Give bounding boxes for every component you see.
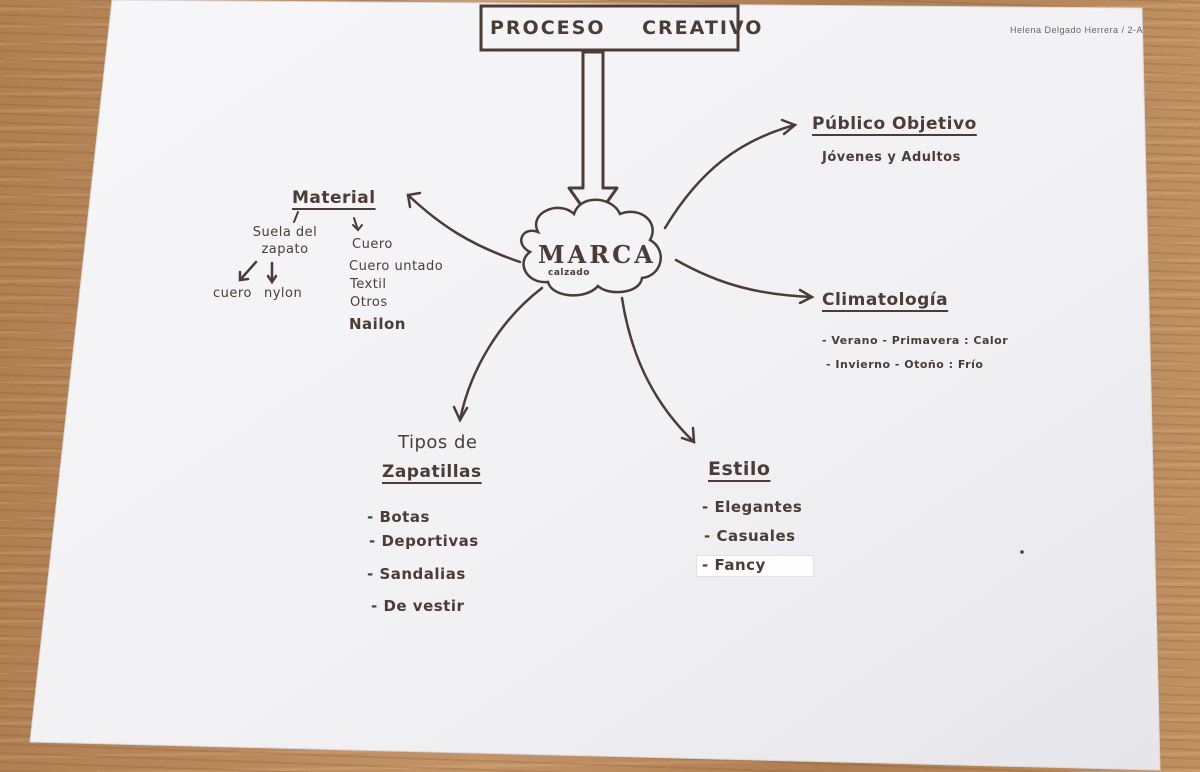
arrow-to-publico [663, 123, 797, 230]
material-item: Cuero untado [349, 259, 444, 274]
publico-heading: Público Objetivo [812, 114, 977, 134]
material-item: Textil [350, 277, 387, 292]
sole-option-cuero: cuero [213, 286, 252, 301]
estilo-item: - Elegantes [702, 498, 803, 516]
arrow-material-to-sole [293, 211, 299, 223]
tipos-heading-line1: Tipos de [398, 432, 478, 453]
estilo-item: - Casuales [704, 527, 796, 545]
arrow-sole-to-nylon-head [266, 274, 278, 285]
arrow-to-tipos-head [452, 405, 469, 423]
tipos-item: - De vestir [371, 597, 465, 615]
marca-label: MARCA [538, 240, 656, 269]
arrow-to-climatologia [674, 258, 814, 299]
arrow-to-publico-head [780, 118, 798, 136]
arrow-to-estilo-head [680, 426, 696, 444]
arrow-to-material-head [406, 191, 422, 209]
material-item: Cuero [352, 237, 393, 252]
arrow-to-climatologia-head [798, 288, 815, 305]
publico-text: Jóvenes y Adultos [822, 150, 961, 165]
ink-dot [1020, 550, 1024, 554]
arrow-material-to-items-head [352, 224, 363, 232]
marca-sublabel: calzado [548, 268, 590, 278]
sole-option-nylon: nylon [264, 286, 303, 301]
tipos-heading-line2: Zapatillas [382, 462, 482, 482]
arrow-to-tipos [458, 286, 544, 422]
title-box [479, 4, 740, 52]
climatologia-item: - Verano - Primavera : Calor [822, 334, 1009, 347]
marca-cloud [520, 198, 662, 297]
tape-strip [696, 555, 814, 577]
arrow-sole-to-cuero-head [238, 270, 250, 282]
estilo-item: - Fancy [702, 556, 766, 574]
author-name: Helena Delgado Herrera / 2-A [1010, 25, 1144, 35]
estilo-heading: Estilo [708, 458, 771, 480]
climatologia-heading: Climatología [822, 290, 949, 310]
arrow-to-material [406, 193, 522, 264]
material-item: Otros [350, 295, 388, 310]
climatologia-item: - Invierno - Otoño : Frío [826, 358, 984, 371]
tipos-item: - Botas [367, 508, 430, 526]
tipos-item: - Deportivas [369, 532, 479, 550]
material-item: Nailon [349, 315, 406, 333]
page-title: PROCESO CREATIVO [490, 17, 764, 39]
arrow-to-estilo [620, 296, 696, 444]
material-heading: Material [292, 188, 376, 208]
paper [29, 0, 1161, 771]
arrow-sole-to-cuero [238, 260, 258, 282]
sole-label: Suela del zapato [252, 225, 318, 257]
tipos-item: - Sandalias [367, 565, 466, 583]
